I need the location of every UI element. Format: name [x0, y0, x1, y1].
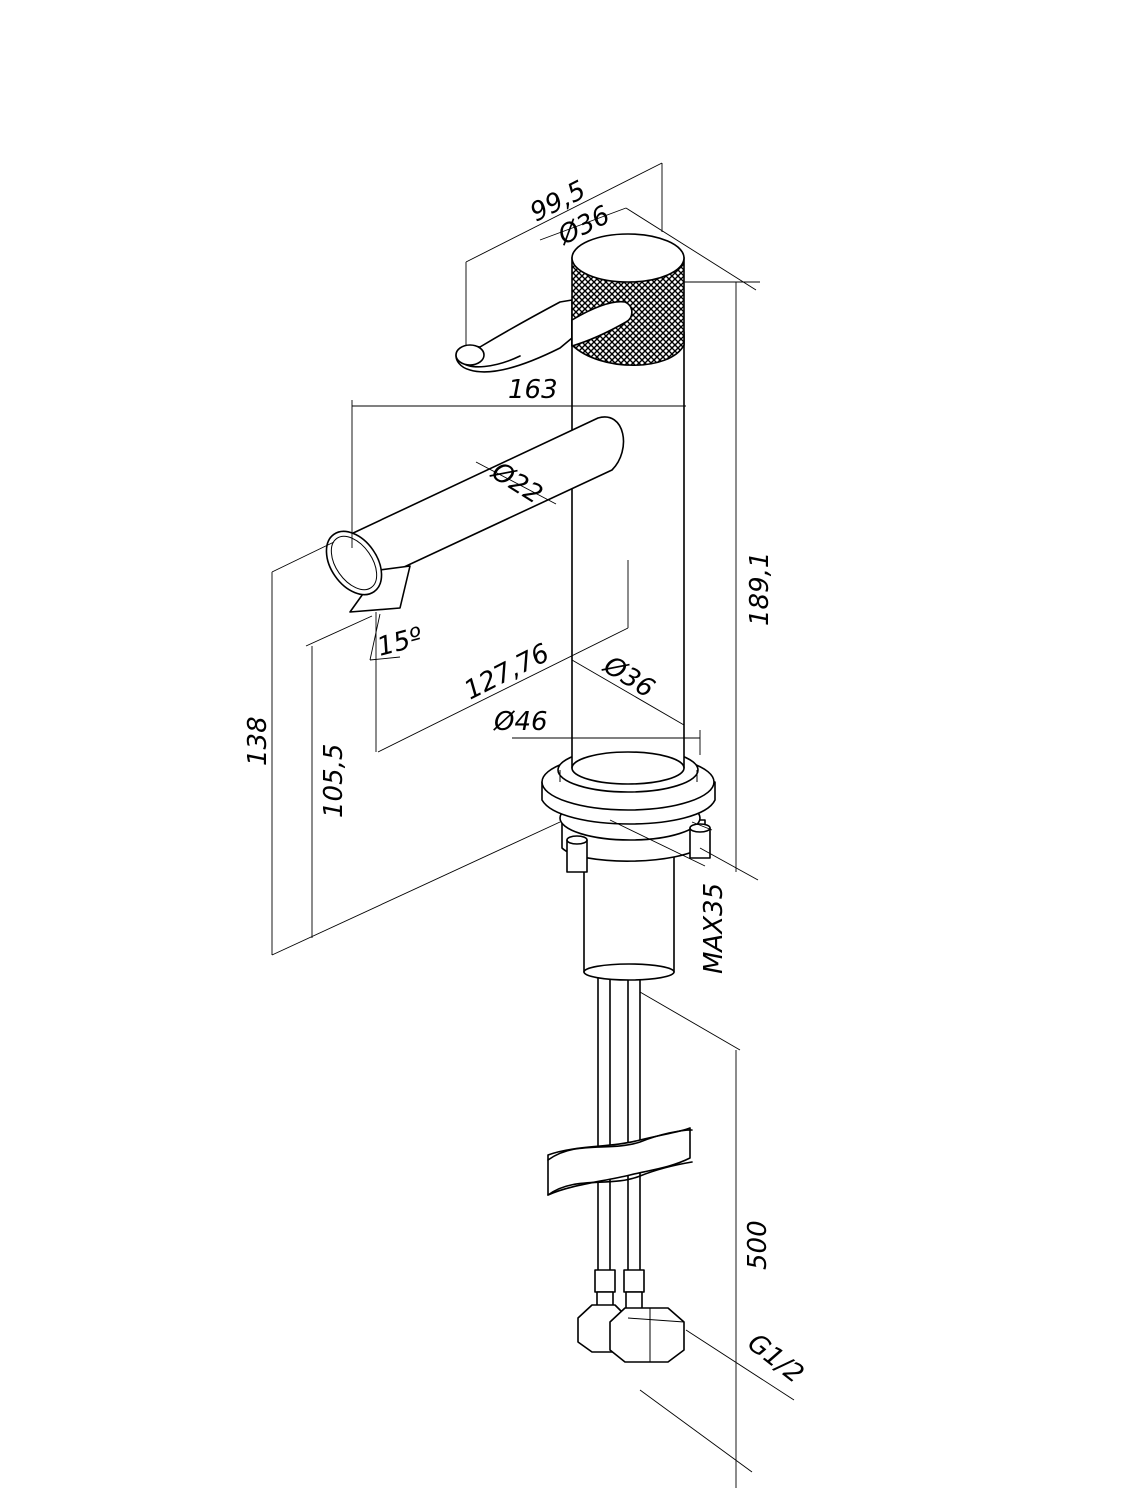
- faucet-body: [571, 331, 685, 785]
- dim-outlet-height: 105,5: [319, 744, 349, 818]
- dim-total-height: 189,1: [745, 552, 775, 626]
- dim-base-diameter: Ø46: [493, 707, 548, 737]
- dimension-labels: 99,5 Ø36 163 Ø22 15º 127,76 Ø36 Ø46 189,…: [243, 175, 809, 1389]
- dim-hose-length: 500: [743, 1220, 773, 1270]
- mounting-shank: [583, 841, 675, 981]
- spout: [325, 416, 625, 613]
- hoses: [597, 974, 641, 1286]
- dim-spout-reach: 127,76: [460, 638, 555, 706]
- break-symbol: [547, 1127, 693, 1196]
- dim-spout-length: 163: [508, 375, 558, 405]
- dimension-lines: [271, 162, 795, 1488]
- dim-spout-angle: 15º: [374, 622, 426, 663]
- handle-knurled-cap: [571, 233, 685, 367]
- dim-spout-height: 138: [243, 716, 273, 766]
- dim-connection: G1/2: [742, 1328, 809, 1390]
- dim-max-deck: MAX35: [699, 883, 729, 974]
- hose-fittings: [577, 1269, 685, 1363]
